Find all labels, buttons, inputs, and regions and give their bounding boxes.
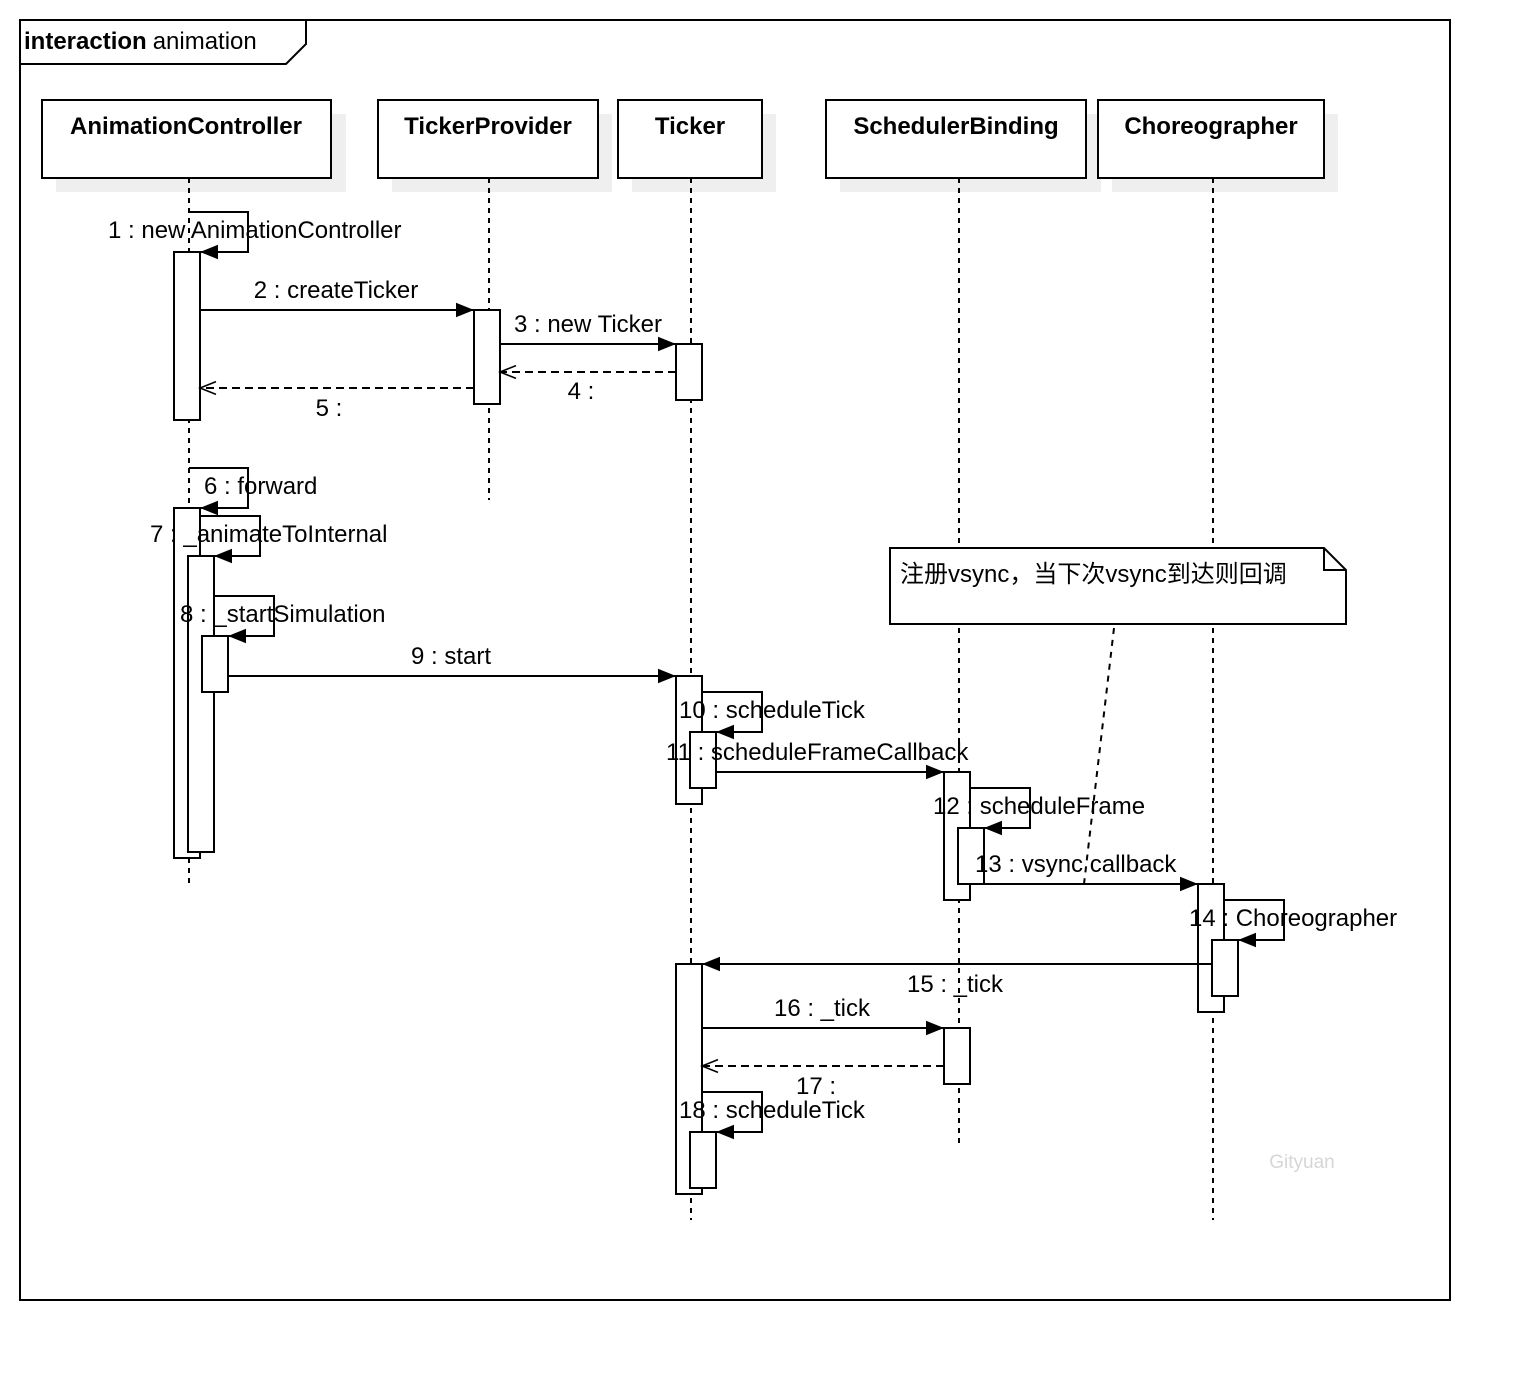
lifeline-label-animation-controller: AnimationController: [70, 113, 302, 140]
watermark: Gityuan: [1269, 1152, 1334, 1173]
message-label-6: 6 : forward: [204, 473, 317, 500]
messages: 1 : new AnimationController 2 : createTi…: [108, 211, 1397, 1140]
note-text: 注册vsync，当下次vsync到达则回调: [900, 561, 1287, 588]
message-arrow-12[interactable]: [970, 787, 1031, 836]
note-anchor-line: [1083, 627, 1115, 885]
lifeline-head-scheduler-binding[interactable]: [825, 99, 1087, 179]
activation-bar: [957, 827, 985, 885]
lifeline-head-choreographer[interactable]: [1097, 99, 1325, 179]
message-arrow-6[interactable]: [189, 467, 249, 516]
message-label-2: 2 : createTicker: [254, 277, 419, 304]
message-arrow-8[interactable]: [214, 595, 275, 644]
lifeline-label-ticker: Ticker: [655, 113, 725, 140]
message-label-3: 3 : new Ticker: [514, 311, 662, 338]
note-corner-fold: [1323, 548, 1346, 571]
lifeline-head-ticker[interactable]: [617, 99, 763, 179]
lifeline-label-ticker-provider: TickerProvider: [404, 113, 572, 140]
activation-bar: [187, 555, 215, 853]
message-label-4: 4 :: [568, 378, 595, 405]
activation-bar: [689, 731, 717, 789]
message-arrow-18[interactable]: [702, 1091, 763, 1140]
message-label-18: 18 : scheduleTick: [679, 1097, 866, 1124]
activations: [173, 251, 1239, 1195]
lifeline-head-animation-controller[interactable]: [41, 99, 332, 179]
activation-bar: [943, 1027, 971, 1085]
activation-bar: [173, 251, 201, 421]
message-label-10: 10 : scheduleTick: [679, 697, 866, 724]
message-label-12: 12 : scheduleFrame: [933, 793, 1145, 820]
message-label-8: 8 : _startSimulation: [180, 601, 385, 628]
activation-bar: [473, 309, 501, 405]
activation-bar: [201, 635, 229, 693]
message-label-17: 17 :: [796, 1073, 836, 1100]
message-label-13: 13 : vsync callback: [975, 851, 1177, 878]
message-arrow-10[interactable]: [702, 691, 763, 740]
message-label-1: 1 : new AnimationController: [108, 217, 401, 244]
activation-bar: [1211, 939, 1239, 997]
activation-bar: [675, 343, 703, 401]
lifeline-heads: AnimationController TickerProvider Ticke…: [41, 99, 1338, 192]
frame-name: animation: [153, 28, 257, 55]
lifeline-head-ticker-provider[interactable]: [377, 99, 599, 179]
message-label-7: 7 : _animateToInternal: [150, 521, 387, 548]
note: 注册vsync，当下次vsync到达则回调: [889, 547, 1347, 885]
message-arrow-14[interactable]: [1224, 899, 1285, 948]
lifeline-label-scheduler-binding: SchedulerBinding: [853, 113, 1058, 140]
message-arrow-7[interactable]: [200, 515, 261, 564]
message-label-16: 16 : _tick: [774, 995, 871, 1022]
message-label-9: 9 : start: [411, 643, 491, 670]
message-label-11: 11 : scheduleFrameCallback: [666, 739, 969, 766]
message-arrow-1[interactable]: [189, 211, 249, 260]
message-label-14: 14 : Choreographer: [1189, 905, 1397, 932]
frame-keyword: interaction: [24, 28, 147, 55]
message-label-5: 5 :: [316, 395, 343, 422]
note-box[interactable]: [889, 547, 1347, 625]
activation-bar: [689, 1131, 717, 1189]
message-label-15: 15 : _tick: [907, 971, 1004, 998]
lifeline-label-choreographer: Choreographer: [1124, 113, 1297, 140]
